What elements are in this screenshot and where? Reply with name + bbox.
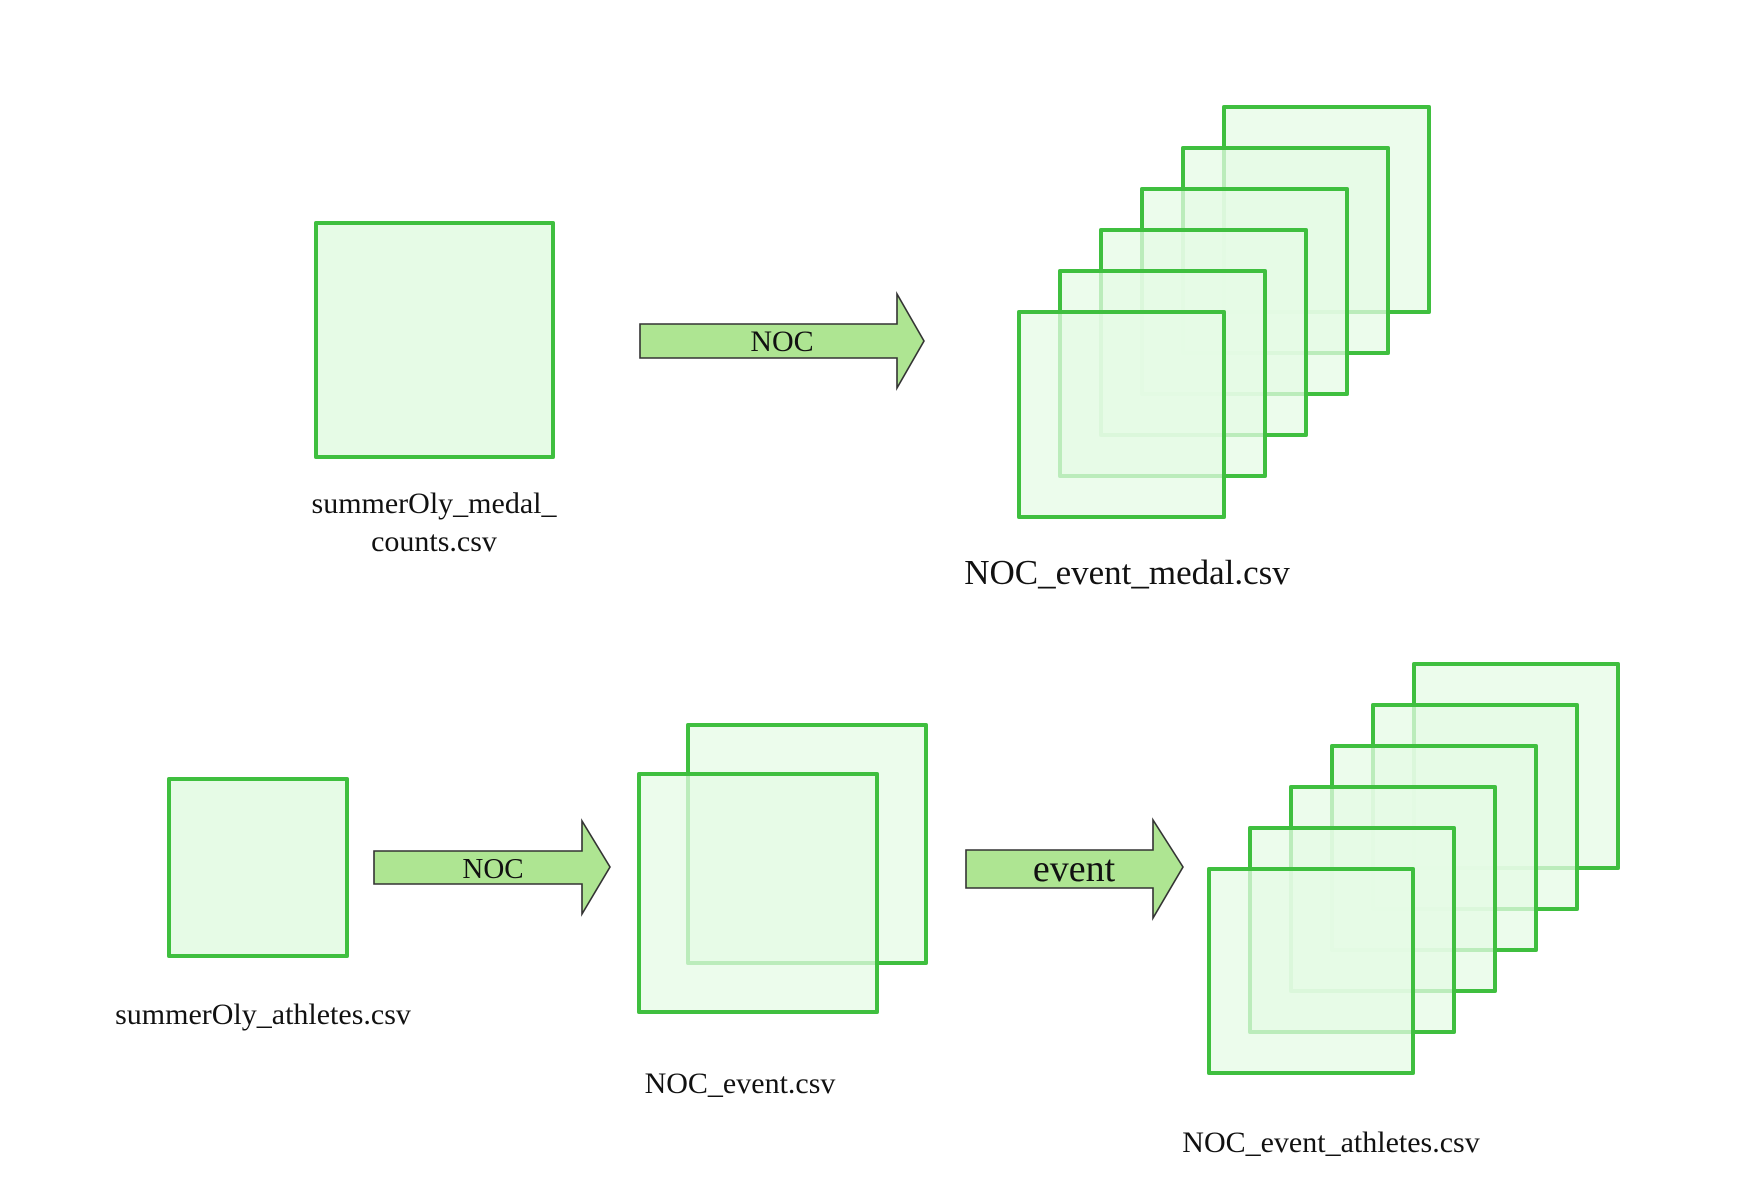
arrow-label: NOC [462, 853, 523, 885]
target-file-stack-noc-event: NOC_event.csv [637, 723, 928, 1100]
source-file-label-line-1: summerOly_medal_ [312, 487, 558, 520]
file-stack-icon [1017, 105, 1431, 519]
split-arrow-event: event [965, 817, 1184, 921]
arrow-label: event [1033, 848, 1116, 890]
target-file-label: NOC_event_athletes.csv [1182, 1126, 1479, 1159]
file-icon [1207, 867, 1415, 1075]
file-icon [167, 777, 349, 958]
split-arrow-noc-1: NOC [639, 291, 925, 391]
target-file-stack-noc-event-athletes: NOC_event_athletes.csv [1182, 662, 1620, 1159]
source-file-athletes: summerOly_athletes.csv [115, 777, 411, 1031]
file-stack-icon [637, 723, 928, 1014]
arrow-label: NOC [750, 325, 813, 358]
target-file-label: NOC_event_medal.csv [964, 553, 1290, 592]
source-file-label-line-2: counts.csv [371, 525, 497, 558]
arrow-right-icon [373, 818, 611, 917]
target-file-stack-noc-event-medal: NOC_event_medal.csv [964, 105, 1431, 592]
source-file-medal-counts: summerOly_medal_ counts.csv [312, 221, 558, 558]
arrow-right-icon [965, 817, 1184, 921]
file-icon [1017, 310, 1226, 519]
source-file-label: summerOly_athletes.csv [115, 998, 411, 1031]
file-icon [314, 221, 555, 459]
file-icon [637, 772, 879, 1014]
split-arrow-noc-2: NOC [373, 818, 611, 917]
file-stack-icon [1207, 662, 1620, 1075]
arrow-right-icon [639, 291, 925, 391]
target-file-label: NOC_event.csv [645, 1067, 836, 1100]
